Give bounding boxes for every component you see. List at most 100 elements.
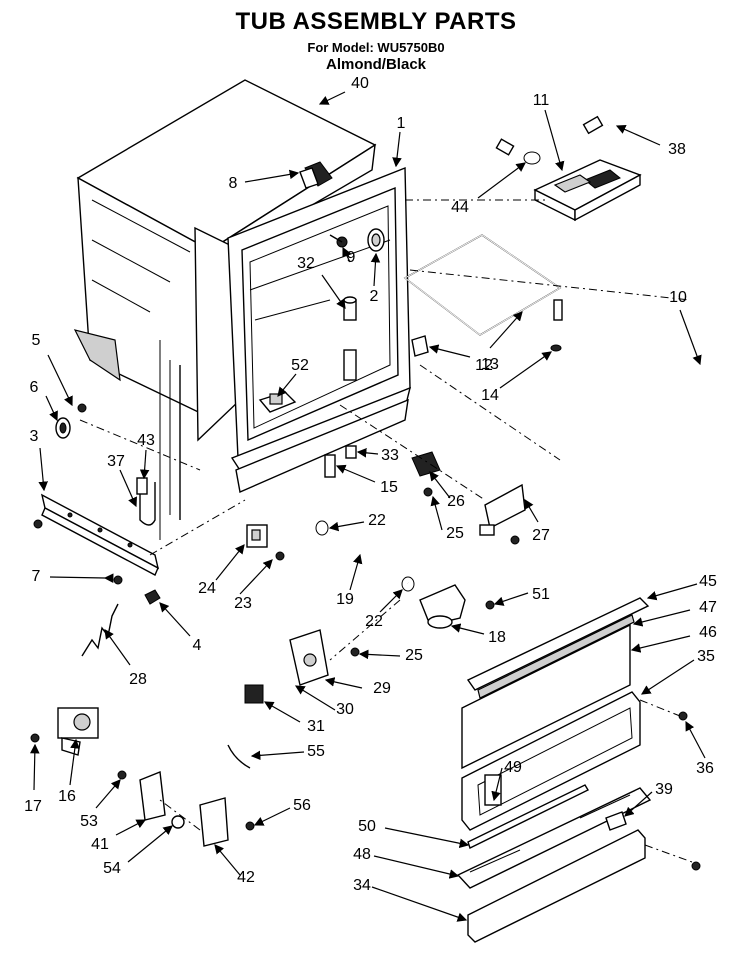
callout-54: 54: [103, 860, 121, 877]
part-48-vent: [456, 787, 652, 889]
part-36-screw: [678, 711, 701, 871]
part-26-latch: [411, 451, 441, 497]
callout-19: 19: [336, 591, 354, 608]
callout-46: 46: [699, 624, 717, 641]
callout-4: 4: [192, 637, 202, 654]
part-16-valve: [57, 707, 99, 756]
callout-39: 39: [655, 781, 673, 798]
part-18-pump: [419, 584, 495, 629]
part-7-screw: [33, 519, 123, 585]
callout-33: 33: [381, 447, 399, 464]
callout-44: 44: [451, 199, 469, 216]
part-34-kickplate: [467, 829, 646, 943]
callout-53: 53: [80, 813, 98, 830]
callout-51: 51: [532, 586, 550, 603]
part-51-screw: [510, 535, 520, 545]
part-44-clamp: [523, 151, 541, 165]
part-41-bracket: [139, 771, 166, 821]
callout-45: 45: [699, 573, 717, 590]
tub-cabinet: [73, 79, 377, 540]
model-number: For Model: WU5750B0: [307, 40, 445, 55]
part-37-tube: [136, 477, 156, 526]
part-42-cover: [199, 797, 229, 847]
callout-40: 40: [351, 75, 369, 92]
callout-16: 16: [58, 788, 76, 805]
callout-47: 47: [699, 599, 717, 616]
part-31-plate: [244, 684, 264, 704]
part-29-mount: [289, 629, 329, 686]
callout-34: 34: [353, 877, 371, 894]
reference-lines: [79, 199, 693, 863]
part-38-hose: [471, 82, 615, 156]
callout-6: 6: [29, 379, 39, 396]
callout-3: 3: [29, 428, 39, 445]
callout-35: 35: [697, 648, 715, 665]
callout-9: 9: [346, 249, 356, 266]
part-33-nut: [345, 445, 357, 459]
callout-12: 12: [475, 357, 493, 374]
callout-24: 24: [198, 580, 216, 597]
part-28-spring: [81, 603, 119, 657]
callout-8: 8: [228, 175, 238, 192]
part-23-screw: [275, 551, 285, 561]
part-35-console: [461, 691, 641, 831]
part-46-panel: [461, 623, 631, 770]
part-14-washer: [550, 299, 563, 352]
part-8-vent: [299, 161, 333, 189]
part-5-screw: [77, 403, 87, 413]
callout-31: 31: [307, 718, 325, 735]
callout-41: 41: [91, 836, 109, 853]
callout-18: 18: [488, 629, 506, 646]
part-24-switch: [246, 524, 268, 548]
part-56-screw: [245, 821, 255, 831]
callout-26: 26: [447, 493, 465, 510]
color-variant: Almond/Black: [325, 56, 427, 73]
callout-14: 14: [481, 387, 499, 404]
callout-23: 23: [234, 595, 252, 612]
callout-38: 38: [668, 141, 686, 158]
callout-56: 56: [293, 797, 311, 814]
part-53-screw: [117, 770, 127, 780]
part-55-clip: [227, 744, 251, 769]
part-17-screw: [30, 733, 40, 743]
callout-5: 5: [31, 332, 41, 349]
callout-50: 50: [358, 818, 376, 835]
callout-25: 25: [446, 525, 464, 542]
callout-32: 32: [297, 255, 315, 272]
part-3-bracket: [40, 493, 160, 576]
callout-13: 13: [481, 356, 499, 373]
part-12-clip: [411, 335, 429, 357]
part-13-heater: [403, 234, 562, 336]
part-52-bracket: [258, 391, 297, 413]
part-10-rail: [553, 373, 714, 615]
part-15-pin: [324, 454, 336, 478]
callout-22: 22: [368, 512, 386, 529]
part-6-wheel: [55, 417, 71, 439]
callout-22b: 22: [365, 613, 383, 630]
callout-10: 10: [669, 289, 687, 306]
part-45-strip: [466, 597, 650, 691]
callout-30: 30: [336, 701, 354, 718]
part-11-dispenser: [533, 159, 642, 222]
tub-front-frame: [227, 166, 412, 493]
leader-lines: [30, 91, 706, 922]
callout-29: 29: [373, 680, 391, 697]
callout-15: 15: [380, 479, 398, 496]
callout-55: 55: [307, 743, 325, 760]
callout-42: 42: [237, 869, 255, 886]
part-2-inlet: [367, 228, 385, 252]
callout-28: 28: [129, 671, 147, 688]
callout-37: 37: [107, 453, 125, 470]
callout-25b: 25: [405, 647, 423, 664]
callout-52: 52: [291, 357, 309, 374]
part-22-bushing: [315, 520, 415, 592]
callout-11: 11: [532, 92, 550, 109]
callout-43: 43: [137, 432, 155, 449]
part-39-clip: [605, 811, 627, 831]
callout-49: 49: [504, 759, 522, 776]
callout-17: 17: [24, 798, 42, 815]
part-54-nut: [171, 815, 185, 829]
page-title: TUB ASSEMBLY PARTS: [235, 8, 517, 35]
